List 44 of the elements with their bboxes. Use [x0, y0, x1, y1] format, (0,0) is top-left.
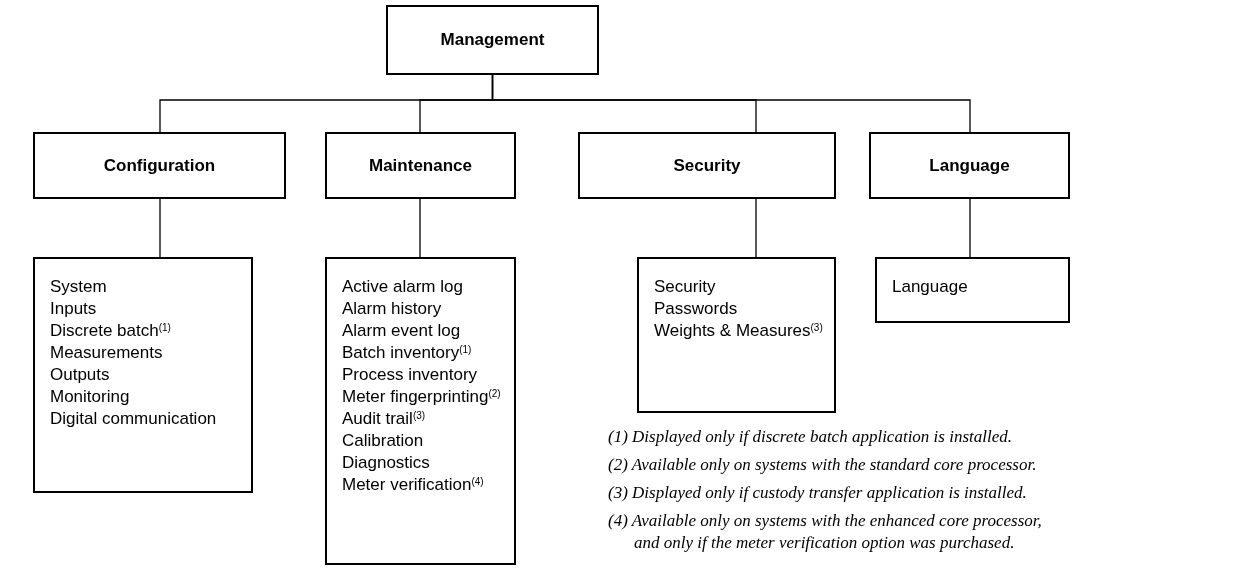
footnote: (1) Displayed only if discrete batch application is installed. [608, 426, 1013, 448]
category-box [578, 132, 836, 199]
menu-item: Process inventory [342, 364, 478, 386]
menu-list-box [33, 257, 253, 493]
menu-item: Alarm event log [342, 320, 461, 342]
category-title: Security [673, 154, 741, 177]
menu-list-box [325, 257, 516, 565]
category-box [33, 132, 286, 199]
menu-item: Meter verification$^{(4)}$ [342, 474, 484, 496]
menu-item: Alarm history [342, 298, 442, 320]
footnote: (3) Displayed only if custody transfer application is installed. [608, 482, 1028, 504]
menu-item: Monitoring [50, 386, 130, 408]
connector-line [419, 198, 421, 258]
category-title: Management [440, 29, 545, 52]
category-title: Language [929, 154, 1010, 177]
menu-item: Batch inventory$^{(1)}$ [342, 342, 472, 364]
connector-line [969, 198, 971, 258]
menu-item: Discrete batch$^{(1)}$ [50, 320, 171, 342]
connector-line [755, 198, 757, 258]
menu-item: Weights & Measures$^{(3)}$ [654, 320, 823, 342]
menu-item: Calibration [342, 430, 424, 452]
menu-list-box [875, 257, 1070, 323]
category-title: Configuration [103, 154, 216, 177]
menu-item: Diagnostics [342, 452, 430, 474]
menu-item: Measurements [50, 342, 163, 364]
menu-item: Security [654, 276, 716, 298]
menu-item: Inputs [50, 298, 97, 320]
menu-item: System [50, 276, 107, 298]
menu-item: Outputs [50, 364, 110, 386]
category-box [325, 132, 516, 199]
footnote: (2) Available only on systems with the standard core processor. [608, 454, 1038, 476]
menu-item: Audit trail$^{(3)}$ [342, 408, 426, 430]
menu-item: Meter fingerprinting$^{(2)}$ [342, 386, 501, 408]
menu-item: Active alarm log [342, 276, 463, 298]
category-title: Maintenance [369, 154, 472, 177]
menu-item: Passwords [654, 298, 738, 320]
menu-list-box [637, 257, 836, 413]
menu-item: Digital communication [50, 408, 217, 430]
connector-line [159, 198, 161, 258]
footnote: (4) Available only on systems with the enhanced core processor, and only if the meter verification option was purchased. [608, 510, 1043, 554]
connector-line [491, 74, 971, 133]
category-box [869, 132, 1070, 199]
menu-item: Language [892, 276, 968, 298]
category-box [386, 5, 599, 75]
